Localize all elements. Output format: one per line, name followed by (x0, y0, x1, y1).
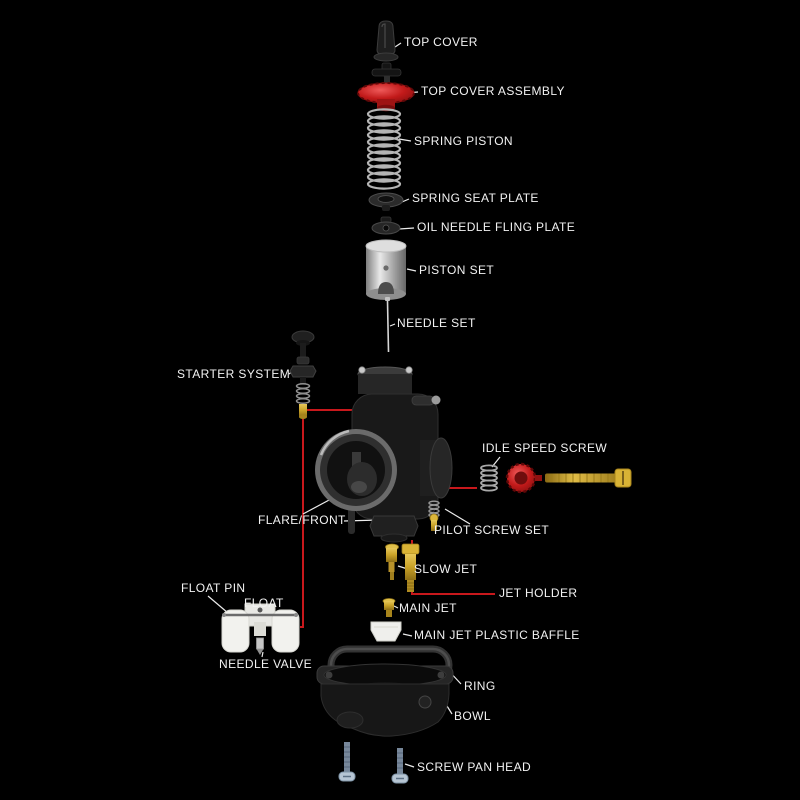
part-main-jet-plastic-baffle (370, 621, 402, 642)
part-float-assembly (221, 603, 300, 655)
part-top-cover (373, 20, 399, 62)
part-screw-pan-head (338, 742, 409, 784)
part-spring-seat-plate (368, 192, 404, 211)
part-main-jet (382, 598, 396, 617)
label-idle-speed-screw: IDLE SPEED SCREW (482, 441, 608, 455)
label-main-jet-plastic-baffle: MAIN JET PLASTIC BAFFLE (414, 628, 580, 642)
part-needle-set (385, 297, 390, 353)
label-starter-system: STARTER SYSTEM (177, 367, 291, 381)
label-main-jet: MAIN JET (399, 601, 457, 615)
pan-head-screw-right (391, 748, 409, 784)
label-needle-set: NEEDLE SET (397, 316, 476, 330)
label-piston-set: PISTON SET (419, 263, 495, 277)
label-top-cover: TOP COVER (404, 35, 478, 49)
label-spring-piston: SPRING PISTON (414, 134, 513, 148)
part-starter-system (289, 330, 317, 419)
part-piston-set (365, 239, 407, 300)
label-flare-front: FLARE/FRONT (258, 513, 346, 527)
part-oil-needle-fling-plate (371, 216, 401, 235)
label-bowl: BOWL (454, 709, 491, 723)
pan-head-screw-left (338, 742, 356, 782)
label-float-pin: FLOAT PIN (181, 581, 246, 595)
part-idle-speed-screw-set (480, 462, 632, 494)
part-spring-piston (366, 108, 402, 190)
label-needle-valve: NEEDLE VALVE (219, 657, 313, 671)
part-pilot-screw-set (428, 500, 440, 531)
part-carburetor-body (315, 366, 453, 543)
part-bowl (316, 663, 454, 737)
label-pilot-screw-set: PILOT SCREW SET (434, 523, 550, 537)
needle-valve (256, 637, 264, 655)
part-top-cover-assembly (357, 62, 415, 112)
label-oil-needle-fling-plate: OIL NEEDLE FLING PLATE (417, 220, 576, 234)
part-slow-jet (385, 543, 399, 580)
label-ring: RING (464, 679, 496, 693)
label-slow-jet: SLOW JET (414, 562, 478, 576)
label-jet-holder: JET HOLDER (499, 586, 578, 600)
label-spring-seat-plate: SPRING SEAT PLATE (412, 191, 539, 205)
label-screw-pan-head: SCREW PAN HEAD (417, 760, 532, 774)
label-top-cover-assembly: TOP COVER ASSEMBLY (421, 84, 565, 98)
label-float: FLOAT (244, 596, 284, 610)
part-jet-holder (401, 543, 420, 592)
